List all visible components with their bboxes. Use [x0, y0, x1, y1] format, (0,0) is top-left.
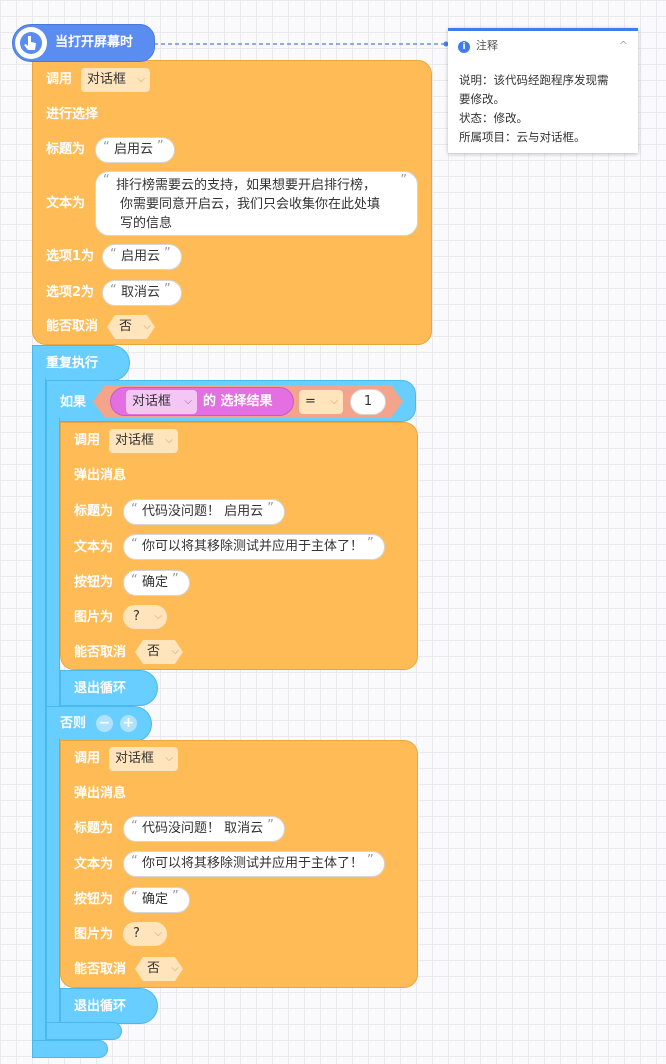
chevron-down-icon: ⌵ — [171, 646, 179, 657]
image-dropdown[interactable]: ?⌵ — [123, 922, 167, 946]
note-title: 注释 — [476, 39, 498, 52]
button-input[interactable]: “确定” — [123, 570, 190, 596]
else-arm — [46, 738, 60, 1028]
minus-icon[interactable]: − — [96, 715, 113, 732]
chevron-down-icon: ⌵ — [154, 611, 162, 622]
dialog-object-dropdown[interactable]: 对话框⌵ — [109, 429, 178, 453]
repeat-foot — [32, 1040, 108, 1058]
if-label: 如果 — [60, 395, 87, 410]
note-line-4: 所属项目：云与对话框。 — [459, 130, 586, 144]
comment-note[interactable]: i 注释 ^ 说明：该代码经跑程序发现需 要修改。 状态：修改。 所属项目：云与对… — [448, 28, 638, 153]
text-line-3: 写的信息 — [120, 216, 173, 231]
break-label: 退出循环 — [74, 681, 127, 696]
option1-input[interactable]: “启用云” — [102, 244, 182, 270]
title-input[interactable]: “代码没问题！ 取消云” — [123, 816, 285, 842]
note-line-1: 说明：该代码经跑程序发现需 — [459, 73, 609, 87]
cancelable-dropdown[interactable]: 否⌵ — [135, 640, 183, 664]
if-else-foot — [46, 1022, 122, 1040]
image-dropdown[interactable]: ?⌵ — [123, 605, 167, 629]
text-input[interactable]: “你可以将其移除测试并应用于主体了！” — [123, 851, 385, 877]
cancelable-label: 能否取消 — [46, 319, 99, 334]
chevron-down-icon: ⌵ — [143, 321, 151, 332]
text-label: 文本为 — [74, 540, 114, 555]
if-arm — [46, 418, 60, 708]
dialog-object-dropdown[interactable]: 对话框⌵ — [109, 747, 178, 771]
title-label: 标题为 — [46, 142, 86, 157]
image-label: 图片为 — [74, 927, 114, 942]
button-label: 按钮为 — [74, 575, 114, 590]
image-label: 图片为 — [74, 610, 114, 625]
chevron-down-icon: ⌵ — [154, 928, 162, 939]
chevron-down-icon: ⌵ — [171, 963, 179, 974]
tap-icon — [15, 27, 47, 59]
action-label: 弹出消息 — [74, 468, 127, 483]
action-label: 弹出消息 — [74, 786, 127, 801]
title-input[interactable]: “启用云” — [95, 137, 175, 163]
break-loop-block-1[interactable] — [60, 670, 158, 706]
break-label: 退出循环 — [74, 999, 127, 1014]
when-screen-opens-hat-block[interactable]: 当打开屏幕时 — [12, 24, 155, 62]
note-line-2: 要修改。 — [459, 92, 505, 106]
button-label: 按钮为 — [74, 892, 114, 907]
hat-label: 当打开屏幕时 — [55, 35, 134, 50]
chevron-down-icon: ⌵ — [137, 74, 145, 85]
chevron-down-icon: ⌵ — [165, 753, 173, 764]
compare-value-input[interactable]: 1 — [350, 389, 386, 415]
note-line-3: 状态：修改。 — [459, 111, 528, 125]
reporter-label: 的 选择结果 — [203, 394, 273, 409]
operator-dropdown[interactable]: =⌵ — [299, 390, 343, 414]
text-line-2: 你需要同意开启云，我们只会收集你在此处填 — [120, 197, 381, 212]
button-input[interactable]: “确定” — [123, 887, 190, 913]
text-input-multiline[interactable]: “ ” 排行榜需要云的支持，如果想要开启排行榜， 你需要同意开启云，我们只会收集… — [95, 171, 418, 236]
chevron-down-icon: ⌵ — [330, 396, 338, 407]
action-label: 进行选择 — [46, 107, 99, 122]
info-icon: i — [458, 41, 470, 53]
option2-label: 选项2为 — [46, 285, 95, 300]
plus-icon[interactable]: + — [120, 715, 137, 732]
cancelable-label: 能否取消 — [74, 962, 127, 977]
option2-input[interactable]: “取消云” — [102, 280, 182, 306]
cancelable-dropdown[interactable]: 否⌵ — [135, 957, 183, 981]
note-connector — [154, 41, 449, 47]
call-label: 调用 — [46, 72, 73, 87]
title-label: 标题为 — [74, 821, 114, 836]
chevron-up-icon[interactable]: ^ — [618, 39, 628, 52]
text-label: 文本为 — [46, 196, 86, 211]
repeat-label: 重复执行 — [46, 356, 99, 371]
dialog-object-dropdown[interactable]: 对话框⌵ — [81, 68, 150, 92]
call-label: 调用 — [74, 433, 101, 448]
text-label: 文本为 — [74, 857, 114, 872]
cancelable-dropdown[interactable]: 否⌵ — [107, 315, 155, 339]
else-label: 否则 — [60, 716, 87, 731]
text-input[interactable]: “你可以将其移除测试并应用于主体了！” — [123, 534, 385, 560]
title-input[interactable]: “代码没问题！ 启用云” — [123, 499, 285, 525]
chevron-down-icon: ⌵ — [184, 396, 192, 407]
call-label: 调用 — [74, 751, 101, 766]
repeat-arm — [32, 378, 46, 1043]
cancelable-label: 能否取消 — [74, 645, 127, 660]
title-label: 标题为 — [74, 504, 114, 519]
chevron-down-icon: ⌵ — [165, 435, 173, 446]
reporter-object-dropdown[interactable]: 对话框⌵ — [126, 390, 197, 414]
text-line-1: 排行榜需要云的支持，如果想要开启排行榜， — [116, 178, 377, 193]
option1-label: 选项1为 — [46, 249, 95, 264]
